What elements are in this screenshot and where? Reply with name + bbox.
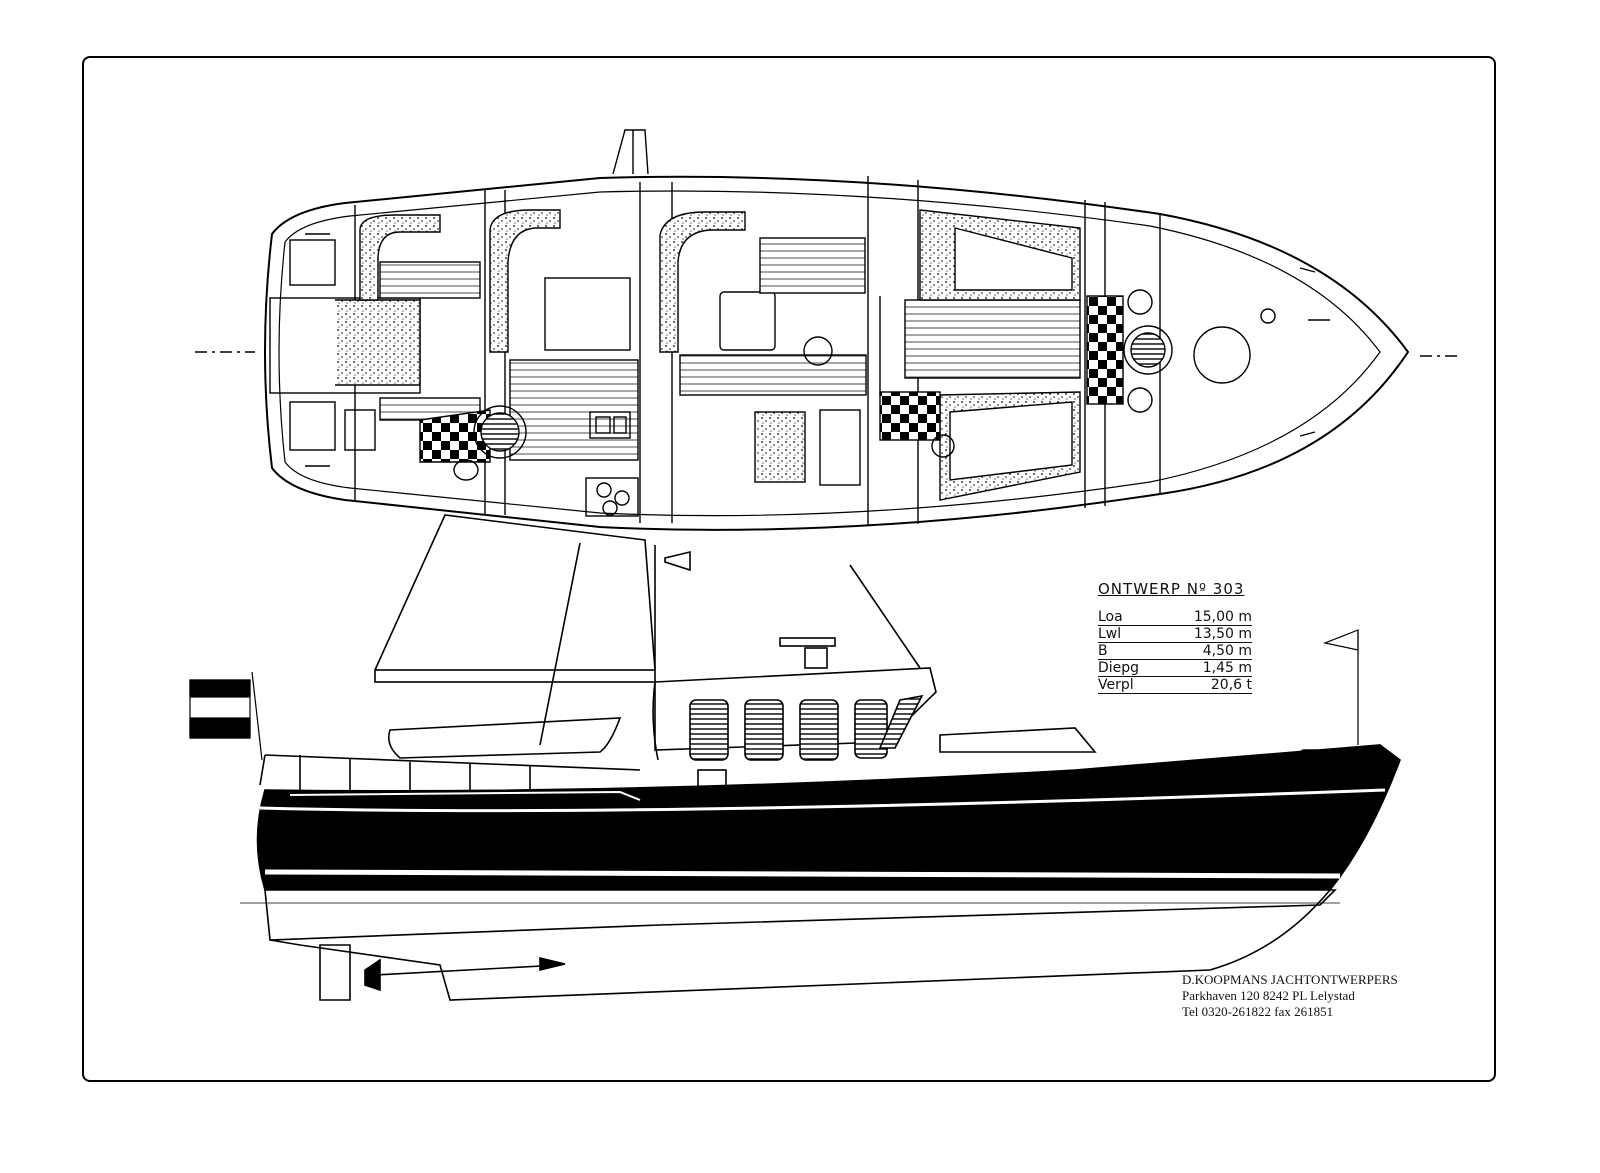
- spec-label: Loa: [1098, 609, 1123, 625]
- dutch-flag-icon: [189, 671, 263, 761]
- design-title: ONTWERP Nº 303: [1098, 580, 1245, 598]
- drawing-frame: [82, 56, 1496, 1082]
- spec-label: Verpl: [1098, 677, 1134, 693]
- spec-value: 1,45 m: [1202, 660, 1252, 676]
- pennant-icon: [1322, 629, 1359, 745]
- designer-block: D.KOOPMANS JACHTONTWERPERS Parkhaven 120…: [1182, 972, 1398, 1020]
- spec-value: 15,00 m: [1193, 609, 1252, 625]
- spec-label: Lwl: [1098, 626, 1122, 642]
- spec-value: 13,50 m: [1193, 626, 1252, 642]
- designer-name: D.KOOPMANS JACHTONTWERPERS: [1182, 972, 1398, 987]
- spec-row: Verpl 20,6 t: [1098, 677, 1252, 694]
- spec-row: Lwl 13,50 m: [1098, 626, 1252, 643]
- spec-value: 4,50 m: [1202, 643, 1252, 659]
- designer-contact: Tel 0320-261822 fax 261851: [1182, 1004, 1334, 1019]
- hull-outline-plan: [264, 175, 1410, 531]
- spec-label: B: [1098, 643, 1108, 659]
- side-profile: [189, 514, 1401, 1001]
- spec-label: Diepg: [1098, 660, 1140, 676]
- spec-table: Loa 15,00 m Lwl 13,50 m B 4,50 m Diepg 1…: [1098, 609, 1252, 694]
- spec-row: Loa 15,00 m: [1098, 609, 1252, 626]
- spec-value: 20,6 t: [1210, 677, 1252, 693]
- horn-icon: [664, 550, 691, 572]
- spec-row: B 4,50 m: [1098, 643, 1252, 660]
- designer-address: Parkhaven 120 8242 PL Lelystad: [1182, 988, 1355, 1003]
- deck-plan: [195, 129, 1460, 531]
- hull-topsides: [256, 744, 1401, 891]
- spec-row: Diepg 1,45 m: [1098, 660, 1252, 677]
